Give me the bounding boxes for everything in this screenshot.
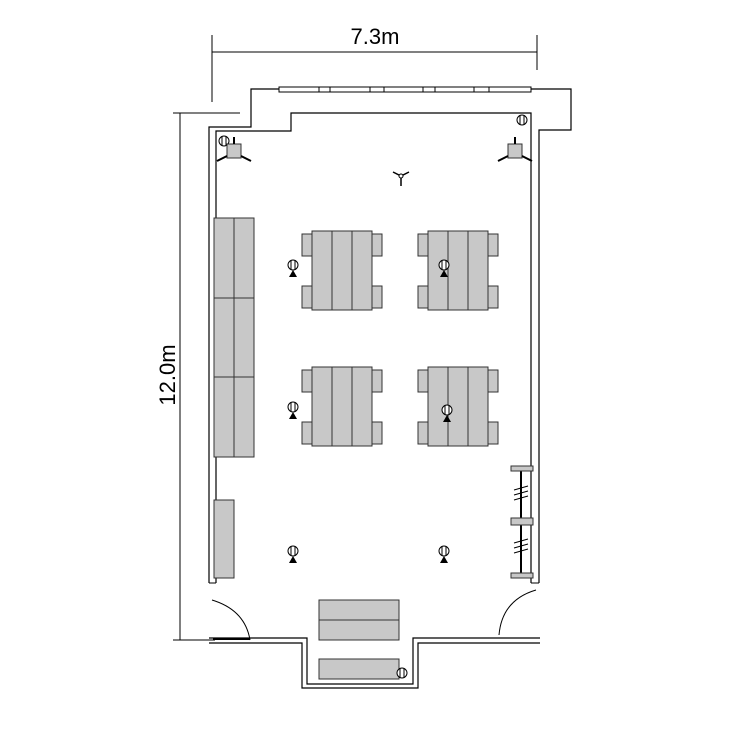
table	[427, 230, 449, 311]
table	[467, 230, 489, 311]
height-label: 12.0m	[155, 344, 180, 405]
width-label: 7.3m	[351, 24, 400, 49]
bottom-tables	[318, 599, 400, 680]
floor-outlet-icon	[287, 545, 299, 563]
width-dimension: 7.3m	[211, 24, 538, 102]
table	[311, 366, 333, 447]
chair	[371, 369, 383, 393]
chair	[301, 421, 313, 445]
table-group	[301, 230, 383, 311]
floor-outlet-icon	[441, 404, 453, 422]
camera-icon	[497, 137, 533, 162]
wall-outlet-icon	[396, 667, 408, 679]
floor-outlet-icon	[287, 401, 299, 419]
floor-outlet-icon	[438, 259, 450, 277]
camera-icon	[216, 137, 252, 162]
chair	[487, 369, 499, 393]
chair	[371, 285, 383, 309]
table	[447, 230, 469, 311]
chair	[487, 285, 499, 309]
chair	[417, 233, 429, 257]
table-group	[417, 230, 499, 311]
chair	[417, 421, 429, 445]
chair	[487, 233, 499, 257]
table	[311, 230, 333, 311]
right-shelf	[510, 465, 534, 579]
speaker-icon	[392, 171, 410, 186]
chair	[371, 421, 383, 445]
table	[351, 230, 373, 311]
table	[351, 366, 373, 447]
table	[331, 230, 353, 311]
table	[467, 366, 489, 447]
chair	[417, 285, 429, 309]
height-dimension: 12.0m	[155, 112, 240, 641]
chair	[487, 421, 499, 445]
walls	[208, 88, 572, 689]
table-group	[301, 366, 383, 447]
wall-outlet-icon	[516, 114, 528, 126]
table	[331, 366, 353, 447]
chair	[301, 369, 313, 393]
table-groups	[301, 230, 499, 447]
door-right	[498, 589, 537, 636]
chair	[417, 369, 429, 393]
fixtures	[218, 114, 528, 679]
chair	[301, 285, 313, 309]
floor-outlet-icon	[438, 545, 450, 563]
chair	[301, 233, 313, 257]
door-left	[211, 599, 251, 641]
left-cabinets	[213, 217, 255, 579]
table-group	[417, 366, 499, 447]
floor-outlet-icon	[287, 259, 299, 277]
window	[278, 86, 532, 93]
chair	[371, 233, 383, 257]
